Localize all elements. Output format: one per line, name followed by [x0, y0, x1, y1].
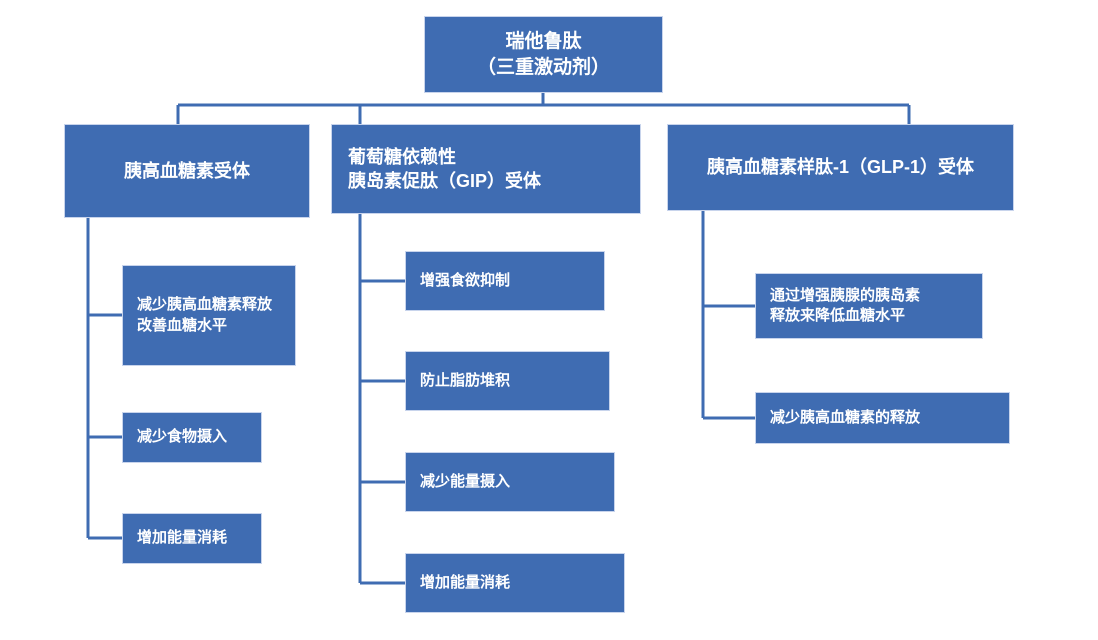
- node-leaf-reduce-glucagon-release[interactable]: 减少胰高血糖素释放 改善血糖水平: [122, 265, 296, 366]
- node-branch-gip-receptor[interactable]: 葡萄糖依赖性 胰岛素促肽（GIP）受体: [331, 124, 641, 214]
- node-leaf-increase-energy-expenditure-1[interactable]: 增加能量消耗: [122, 513, 262, 564]
- node-leaf-reduce-glucagon-secretion[interactable]: 减少胰高血糖素的释放: [755, 392, 1010, 444]
- node-branch-glp1-receptor[interactable]: 胰高血糖素样肽-1（GLP-1）受体: [667, 124, 1014, 211]
- node-leaf-enhance-insulin-release[interactable]: 通过增强胰腺的胰岛素 释放来降低血糖水平: [755, 273, 983, 339]
- node-leaf-reduce-food-intake[interactable]: 减少食物摄入: [122, 412, 262, 463]
- node-leaf-increase-energy-expenditure-2[interactable]: 增加能量消耗: [405, 553, 625, 613]
- node-leaf-prevent-fat-accumulation[interactable]: 防止脂肪堆积: [405, 351, 610, 411]
- node-leaf-enhance-appetite-suppression[interactable]: 增强食欲抑制: [405, 251, 605, 311]
- node-root[interactable]: 瑞他鲁肽 （三重激动剂）: [424, 16, 663, 93]
- node-leaf-reduce-energy-intake[interactable]: 减少能量摄入: [405, 452, 615, 512]
- node-branch-glucagon-receptor[interactable]: 胰高血糖素受体: [64, 124, 310, 218]
